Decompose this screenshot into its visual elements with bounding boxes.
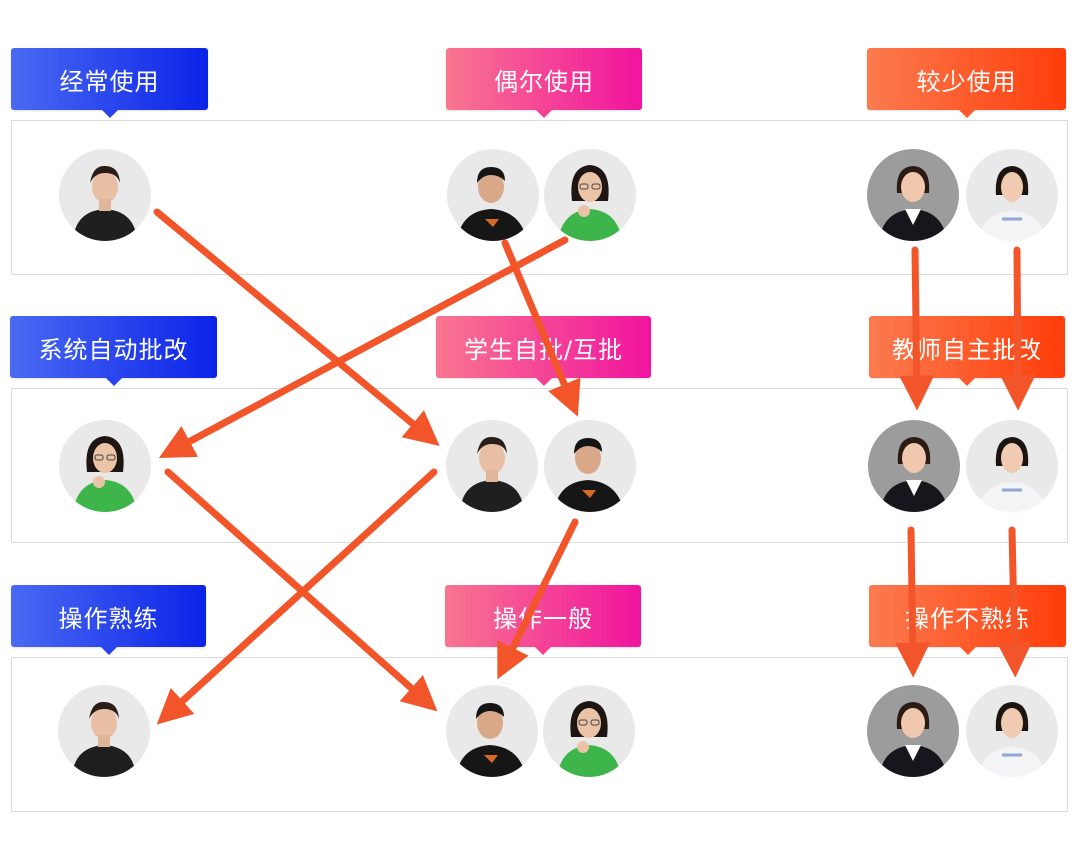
tag-proficient: 操作熟练 <box>11 585 206 655</box>
avatar-man-black-shirt <box>446 685 538 777</box>
tag-teacher-grading: 教师自主批改 <box>869 316 1065 386</box>
avatar-woman-suit <box>868 420 960 512</box>
avatar-woman-green-sweater <box>543 685 635 777</box>
tag-average: 操作一般 <box>445 585 641 655</box>
avatar-woman-green-sweater <box>59 420 151 512</box>
avatar-woman-black-top <box>59 149 151 241</box>
avatar-woman-green-sweater <box>544 149 636 241</box>
tag-occasional-use: 偶尔使用 <box>446 48 642 118</box>
avatar-woman-black-top <box>446 420 538 512</box>
tag-auto-grading: 系统自动批改 <box>10 316 217 386</box>
avatar-woman-white-top <box>966 685 1058 777</box>
avatar-woman-suit <box>867 685 959 777</box>
tag-frequent-use: 经常使用 <box>11 48 208 118</box>
tag-rare-use: 较少使用 <box>867 48 1066 118</box>
avatar-woman-white-top <box>966 149 1058 241</box>
avatar-woman-black-top <box>58 685 150 777</box>
tag-unskilled: 操作不熟练 <box>869 585 1066 655</box>
tag-student-grading: 学生自批/互批 <box>436 316 651 386</box>
avatar-woman-white-top <box>966 420 1058 512</box>
avatar-man-black-shirt <box>447 149 539 241</box>
avatar-woman-suit <box>867 149 959 241</box>
avatar-man-black-shirt <box>544 420 636 512</box>
